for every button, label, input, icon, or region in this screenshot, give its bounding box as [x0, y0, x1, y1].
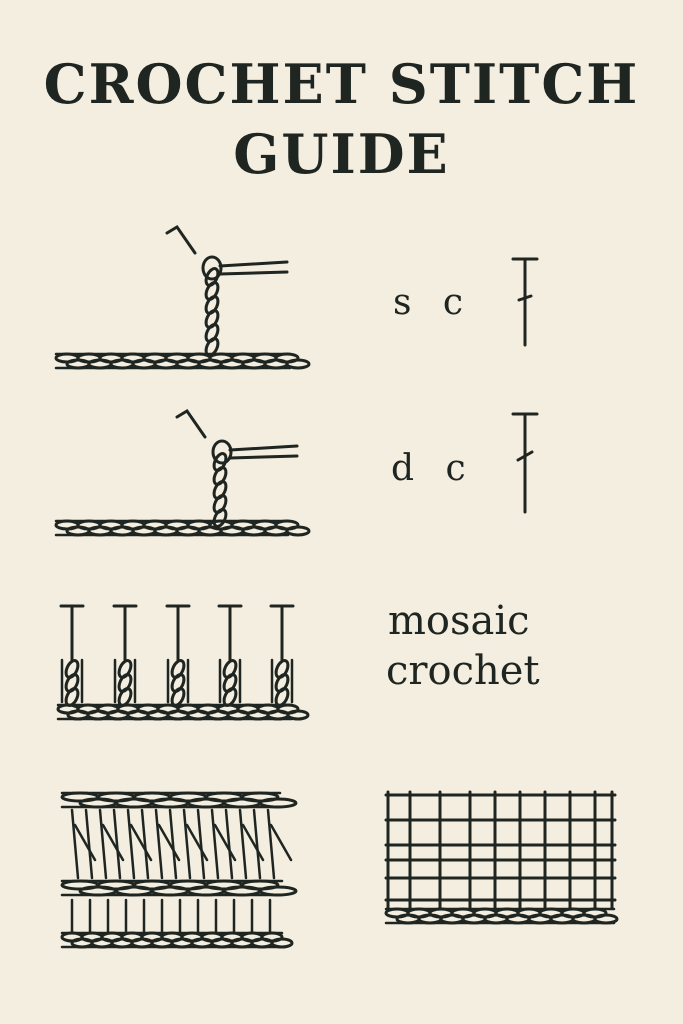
stroke [218, 658, 242, 704]
mosaic-chart-grid-icon [384, 790, 619, 925]
stroke [238, 808, 248, 880]
stroke [60, 658, 84, 704]
chain-loop [258, 885, 298, 897]
hook [228, 454, 299, 460]
stroke [113, 658, 137, 704]
chain-loop [593, 913, 619, 925]
stroke [224, 808, 234, 880]
post-twist [204, 337, 220, 357]
title-line-1: CROCHET STITCH [43, 52, 640, 116]
stroke [266, 808, 276, 880]
double-crochet-illustration-icon [54, 408, 311, 537]
stroke [129, 823, 153, 862]
single-crochet-label: s c [393, 282, 474, 323]
stroke [182, 808, 192, 880]
double-crochet-symbol-icon [511, 412, 539, 514]
stroke [101, 823, 125, 862]
chain-loop [285, 358, 311, 370]
mosaic-label-line-2: crochet [386, 648, 540, 694]
double-crochet-label: d c [391, 448, 476, 489]
stroke [213, 823, 237, 862]
stroke [112, 808, 122, 880]
chain-loop [285, 525, 311, 537]
mosaic-label-line-1: mosaic [388, 598, 530, 644]
hook [165, 224, 197, 255]
post-twist [170, 687, 186, 707]
stroke [140, 808, 150, 880]
stroke [126, 808, 136, 880]
loop [211, 439, 233, 465]
stroke [210, 808, 220, 880]
post-twist [222, 687, 238, 707]
post-twist [117, 687, 133, 707]
hook [218, 260, 289, 268]
stroke [84, 808, 94, 880]
title-line-2: GUIDE [233, 122, 450, 186]
stroke [269, 823, 293, 862]
stroke [196, 808, 206, 880]
crochet-fabric-illustration-icon [60, 791, 298, 949]
chain-loop [258, 797, 298, 809]
stroke [98, 808, 108, 880]
chain-loop [286, 709, 310, 721]
post-twist [212, 508, 228, 528]
post-twist [274, 687, 290, 707]
stroke [157, 823, 181, 862]
stroke [270, 658, 294, 704]
single-crochet-illustration-icon [54, 224, 311, 370]
stroke [73, 823, 97, 862]
stroke [252, 808, 262, 880]
single-crochet-symbol-icon [511, 257, 539, 347]
loop [201, 255, 223, 281]
hook [175, 408, 207, 439]
stroke [185, 823, 209, 862]
mosaic-crochet-illustration-icon [56, 604, 310, 721]
stroke [166, 658, 190, 704]
stroke [70, 808, 80, 880]
chain-loop [270, 937, 294, 949]
hook [218, 270, 289, 276]
stroke [241, 823, 265, 862]
post-twist [64, 687, 80, 707]
hook [228, 444, 299, 452]
stroke [168, 808, 178, 880]
stroke [154, 808, 164, 880]
